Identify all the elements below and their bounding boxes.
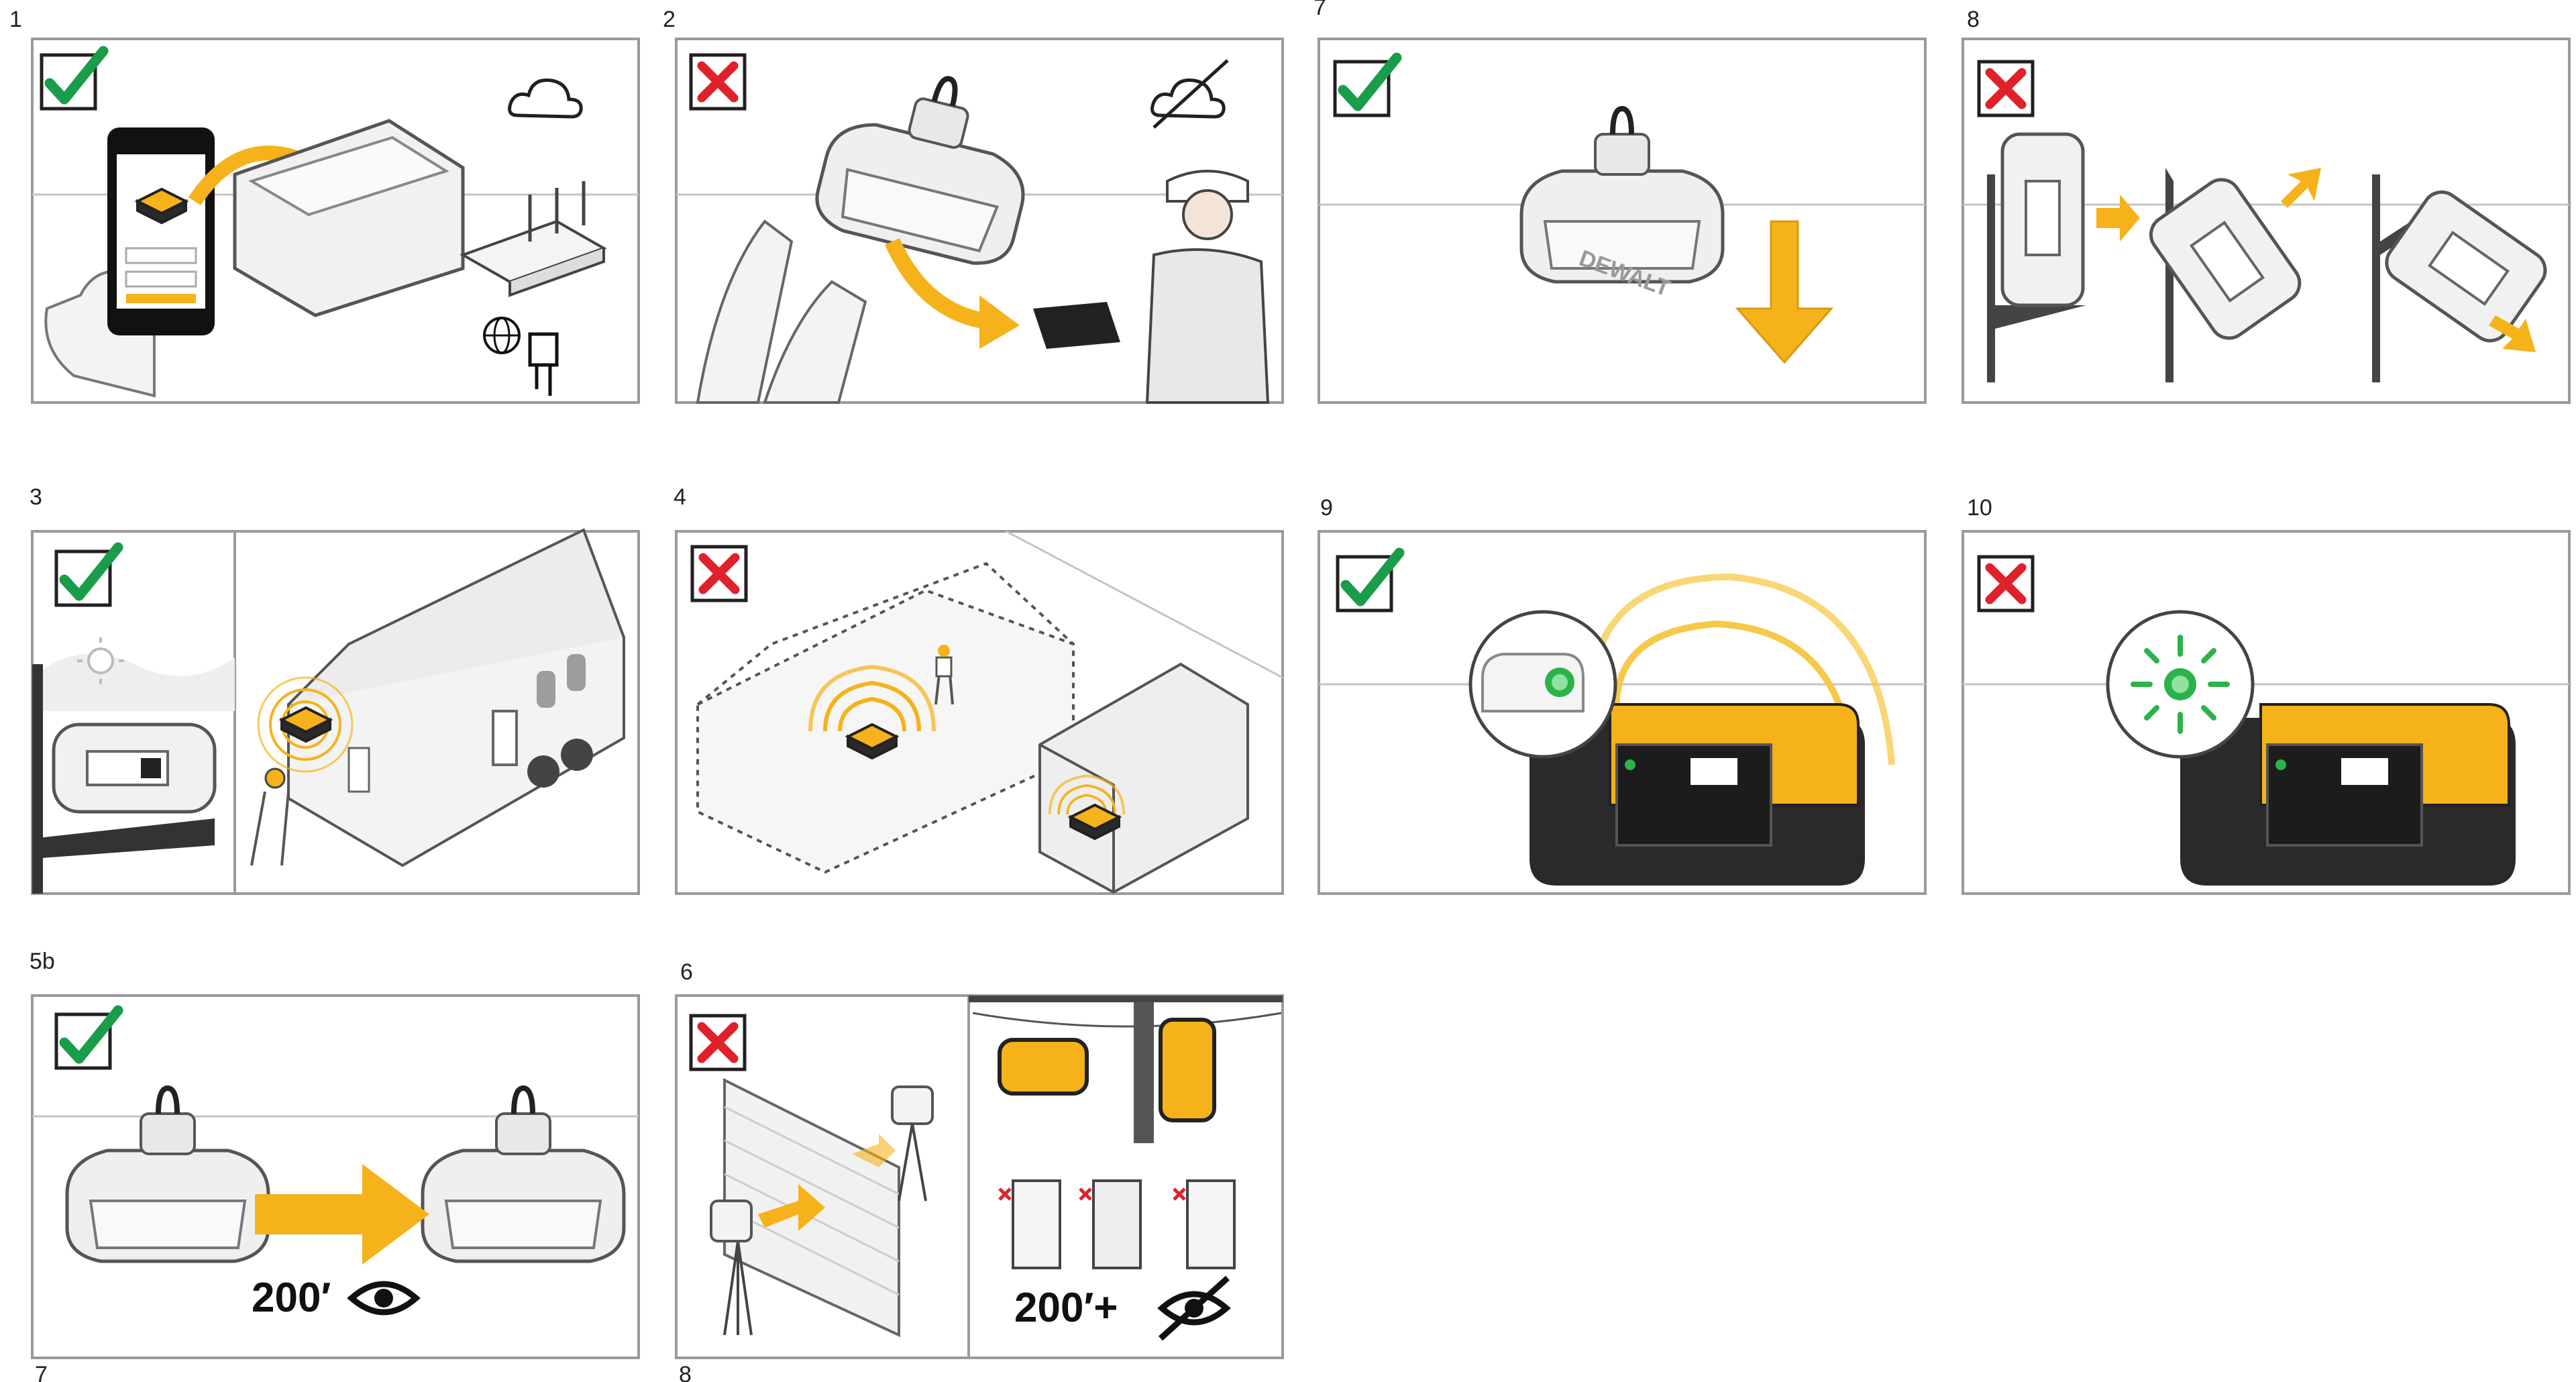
distance-bad-label: 200′+ — [1014, 1285, 1118, 1331]
panel-label-7-bottom: 7 — [35, 1362, 48, 1382]
panel-label-2: 2 — [663, 7, 676, 32]
panel-label-7: 7 — [1313, 0, 1326, 20]
distance-ok-label: 200′ — [252, 1275, 331, 1321]
check-icon — [1338, 553, 1399, 610]
eye-off-icon — [1158, 1275, 1230, 1341]
panel-5b: 5b 200′ — [30, 949, 640, 1359]
ethernet-icon — [528, 332, 559, 396]
check-icon — [56, 547, 118, 605]
panel-label-4: 4 — [674, 484, 686, 510]
led-icon — [1468, 610, 1617, 759]
cloud-off-icon — [1152, 59, 1229, 129]
check-icon — [1335, 58, 1397, 115]
sun-icon — [77, 637, 124, 684]
panel-9: 9 — [1318, 495, 1927, 895]
panel-3: 3 — [30, 484, 640, 895]
panel-10: 10 — [1962, 495, 2571, 895]
panel-label-8-bottom: 8 — [679, 1362, 692, 1382]
panel-label-8: 8 — [1967, 7, 1980, 32]
check-icon — [56, 1010, 118, 1068]
led-icon — [2106, 610, 2255, 759]
panel-label-1: 1 — [9, 7, 22, 32]
panel-label-5b: 5b — [30, 949, 55, 974]
panel-1: 1 — [9, 7, 640, 404]
cross-icon — [691, 55, 745, 109]
panel-6: 6 200′+ — [675, 959, 1284, 1359]
eye-icon — [352, 1284, 416, 1312]
cross-icon — [691, 1016, 745, 1069]
panel-label-6: 6 — [680, 959, 693, 985]
cross-icon — [1979, 62, 2033, 115]
panel-label-3: 3 — [30, 484, 42, 510]
panel-label-10: 10 — [1967, 495, 1992, 521]
panel-label-9: 9 — [1320, 495, 1333, 521]
panel-4: 4 — [674, 484, 1284, 895]
panel-8-top: 8 — [1962, 7, 2571, 404]
panel-7-top: 7 DEWALT — [1313, 0, 1927, 404]
check-icon — [42, 51, 103, 109]
panel-2: 2 — [663, 7, 1284, 404]
cross-icon — [692, 547, 746, 600]
globe-icon — [483, 317, 521, 354]
cross-icon — [1979, 557, 2033, 610]
